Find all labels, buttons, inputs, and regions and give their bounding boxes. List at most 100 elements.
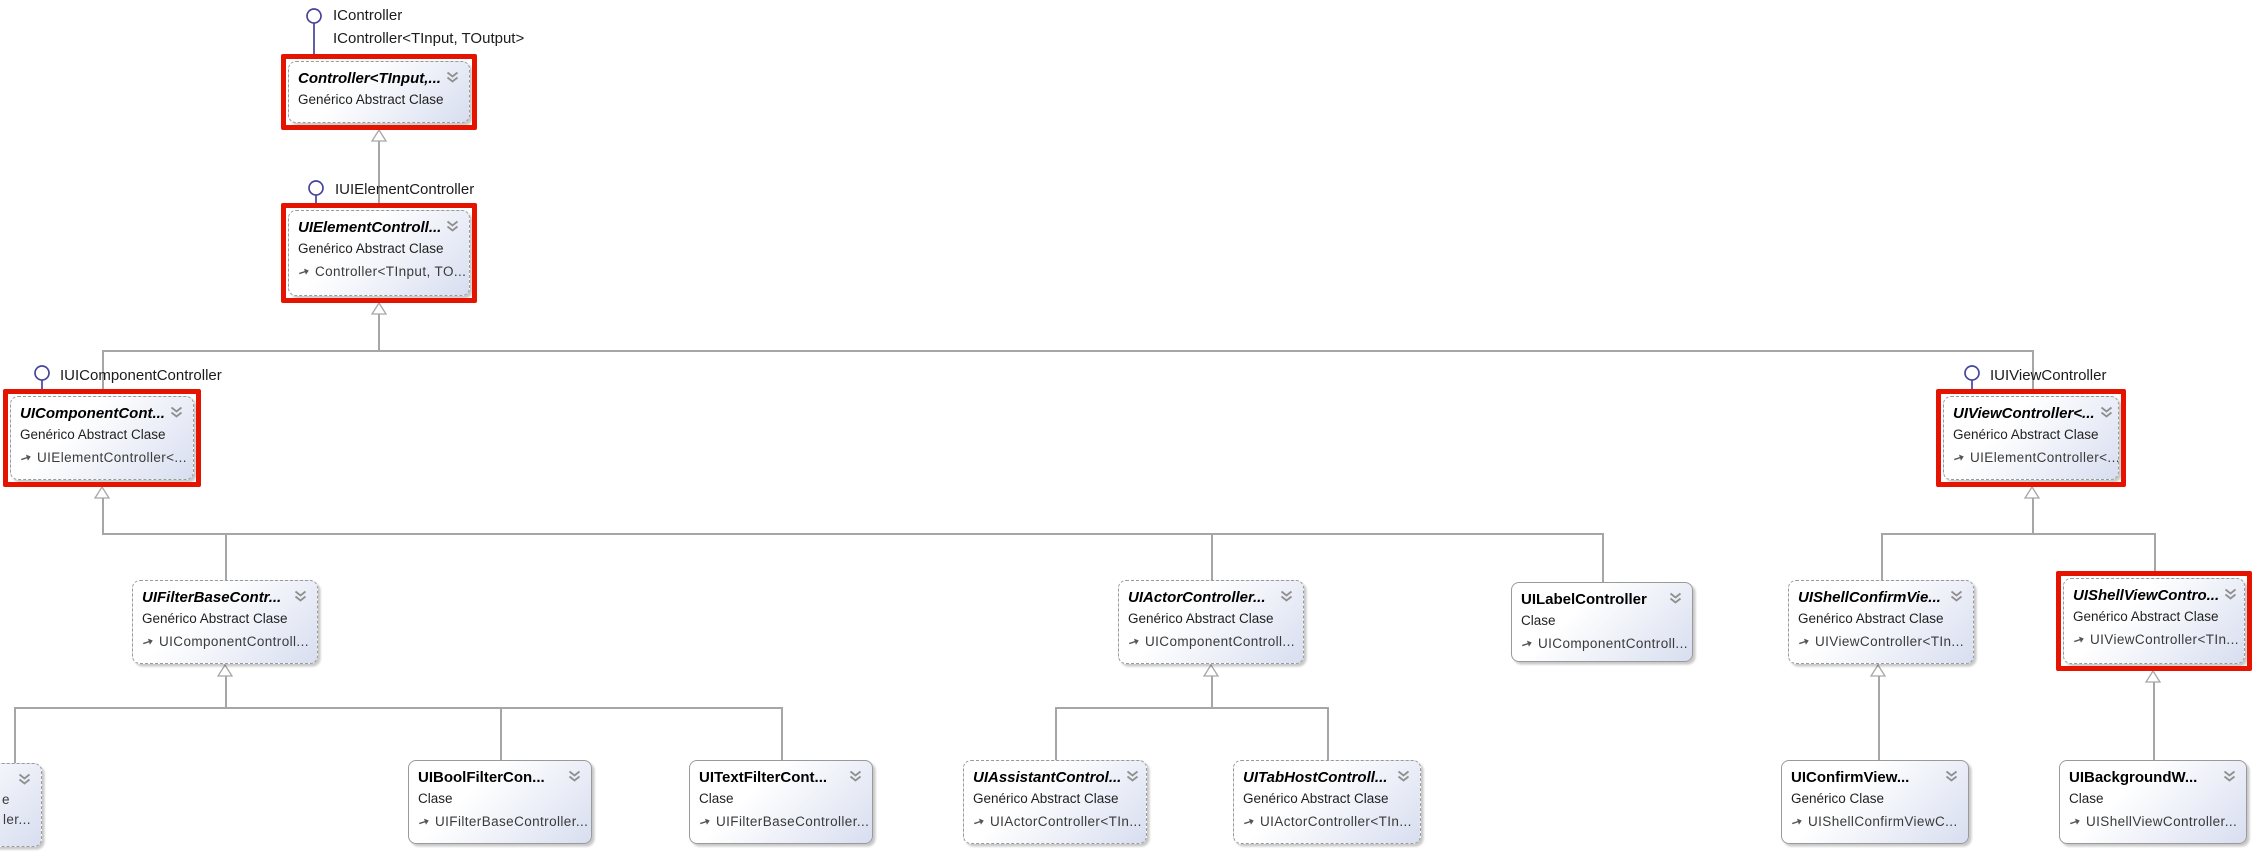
class-title: UITextFilterCont... — [699, 769, 828, 786]
collapse-chevron-icon[interactable] — [293, 590, 308, 603]
class-box-uiboolfiltercontroller[interactable]: UIBoolFilterCon... Clase UIFilterBaseCon… — [408, 760, 592, 844]
inheritance-triangle-icon — [1870, 664, 1886, 677]
base-type-arrow-icon — [1799, 638, 1809, 645]
class-title: UIShellConfirmVie... — [1798, 589, 1941, 606]
base-type-arrow-icon — [2074, 636, 2084, 643]
interface-generic-name: IController<TInput, TOutput> — [333, 30, 525, 47]
collapse-chevron-icon[interactable] — [169, 406, 184, 419]
class-title: UIElementControll... — [298, 219, 442, 236]
class-kind: Genérico Abstract Clase — [142, 611, 288, 626]
inheritance-line — [1878, 676, 1880, 760]
class-box-uibackgroundworkercontroller[interactable]: UIBackgroundW... Clase UIShellViewContro… — [2059, 760, 2247, 844]
class-kind: Clase — [2069, 791, 2104, 806]
interface-lollipop-iuielementcontroller[interactable] — [307, 179, 327, 207]
collapse-chevron-icon[interactable] — [1279, 590, 1294, 603]
base-type-arrow-icon — [21, 454, 31, 461]
collapse-chevron-icon[interactable] — [17, 773, 32, 786]
base-type-arrow-icon — [143, 638, 153, 645]
class-box-uitextfiltercontroller[interactable]: UITextFilterCont... Clase UIFilterBaseCo… — [689, 760, 873, 844]
collapse-chevron-icon[interactable] — [567, 770, 582, 783]
interface-lollipop-icontroller[interactable] — [305, 5, 325, 57]
collapse-chevron-icon[interactable] — [2222, 770, 2237, 783]
base-type-arrow-icon — [1522, 640, 1532, 647]
inheritance-triangle-icon — [217, 664, 233, 677]
inheritance-line — [500, 707, 502, 760]
inheritance-line — [1211, 533, 1213, 580]
interface-lollipop-iuicomponentcontroller[interactable] — [33, 364, 53, 394]
inheritance-line — [225, 533, 227, 580]
class-title: UIShellViewContro... — [2073, 587, 2220, 604]
class-box-uicomponentcontroller[interactable]: UIComponentCont... Genérico Abstract Cla… — [3, 389, 201, 487]
class-title: UIAssistantControl... — [973, 769, 1122, 786]
collapse-chevron-icon[interactable] — [2099, 406, 2114, 419]
collapse-chevron-icon[interactable] — [445, 220, 460, 233]
interface-label: IUIElementController — [335, 178, 474, 201]
class-kind: Genérico Clase — [1791, 791, 1885, 806]
class-box-uiassistantcontroller[interactable]: UIAssistantControl... Genérico Abstract … — [963, 760, 1147, 844]
class-kind: Genérico Abstract Clase — [1128, 611, 1274, 626]
base-type-arrow-icon — [419, 818, 429, 825]
inheritance-line — [1881, 533, 2154, 535]
interface-name: IUIElementController — [335, 181, 475, 198]
class-kind: Genérico Abstract Clase — [298, 92, 444, 107]
inheritance-line — [225, 676, 227, 707]
collapse-chevron-icon[interactable] — [2223, 588, 2238, 601]
class-box-uishellconfirmviewcontroller[interactable]: UIShellConfirmVie... Genérico Abstract C… — [1788, 580, 1974, 664]
collapse-chevron-icon[interactable] — [1125, 770, 1140, 783]
inheritance-line — [2153, 682, 2155, 760]
inheritance-line — [1055, 707, 1057, 760]
base-type-arrow-icon — [1954, 454, 1964, 461]
base-type-arrow-icon — [974, 818, 984, 825]
class-box-uielementcontroller[interactable]: UIElementControll... Genérico Abstract C… — [281, 203, 477, 303]
base-type-arrow-icon — [2070, 818, 2080, 825]
base-type: UIActorController<TIn... — [990, 814, 1142, 829]
collapse-chevron-icon[interactable] — [1396, 770, 1411, 783]
inheritance-line — [2032, 498, 2034, 533]
class-title: UIBoolFilterCon... — [418, 769, 545, 786]
base-type: Controller<TInput, TO... — [315, 264, 467, 279]
class-box-controller[interactable]: Controller<TInput,... Genérico Abstract … — [281, 54, 477, 130]
base-type-fragment: ler... — [3, 812, 31, 827]
inheritance-line — [102, 498, 104, 533]
class-kind: Genérico Abstract Clase — [298, 241, 444, 256]
inheritance-line — [2032, 350, 2034, 392]
base-type-arrow-icon — [1792, 818, 1802, 825]
class-box-uiconfirmviewcontroller[interactable]: UIConfirmView... Genérico Clase UIShellC… — [1781, 760, 1969, 844]
inheritance-line — [378, 141, 380, 204]
collapse-chevron-icon[interactable] — [1944, 770, 1959, 783]
class-box-partial-clipped[interactable]: e ler... — [0, 763, 42, 847]
base-type: UIShellConfirmViewC... — [1808, 814, 1958, 829]
base-type: UIComponentControll... — [159, 634, 309, 649]
collapse-chevron-icon[interactable] — [848, 770, 863, 783]
base-type: UIViewController<TIn... — [2090, 632, 2239, 647]
interface-label: IUIComponentController — [60, 364, 222, 387]
inheritance-line — [1211, 676, 1213, 707]
interface-name: IUIViewController — [1990, 367, 2107, 384]
base-type: UIActorController<TIn... — [1260, 814, 1412, 829]
interface-lollipop-iuiviewcontroller[interactable] — [1963, 364, 1983, 394]
collapse-chevron-icon[interactable] — [1668, 592, 1683, 605]
inheritance-triangle-icon — [371, 302, 387, 315]
class-title: Controller<TInput,... — [298, 70, 441, 87]
collapse-chevron-icon[interactable] — [1949, 590, 1964, 603]
class-box-uiactorcontroller[interactable]: UIActorController... Genérico Abstract C… — [1118, 580, 1304, 664]
inheritance-line — [14, 707, 16, 763]
class-kind: Genérico Abstract Clase — [2073, 609, 2219, 624]
base-type: UIElementController<... — [1970, 450, 2120, 465]
class-kind: Clase — [699, 791, 734, 806]
class-box-uishellviewcontroller[interactable]: UIShellViewContro... Genérico Abstract C… — [2056, 571, 2252, 671]
interface-label: IController IController<TInput, TOutput> — [333, 4, 524, 50]
class-box-uifilterbasecontroller[interactable]: UIFilterBaseContr... Genérico Abstract C… — [132, 580, 318, 664]
class-box-uilabelcontroller[interactable]: UILabelController Clase UIComponentContr… — [1511, 582, 1693, 662]
inheritance-line — [102, 533, 1603, 535]
base-type-arrow-icon — [1129, 638, 1139, 645]
class-kind: Genérico Abstract Clase — [1953, 427, 2099, 442]
inheritance-triangle-icon — [371, 129, 387, 142]
inheritance-triangle-icon — [2145, 670, 2161, 683]
interface-label: IUIViewController — [1990, 364, 2106, 387]
class-box-uiviewcontroller[interactable]: UIViewController<... Genérico Abstract C… — [1936, 389, 2126, 487]
class-box-uitabhostcontroller[interactable]: UITabHostControll... Genérico Abstract C… — [1233, 760, 1421, 844]
class-title: UITabHostControll... — [1243, 769, 1388, 786]
collapse-chevron-icon[interactable] — [445, 71, 460, 84]
class-kind: Genérico Abstract Clase — [973, 791, 1119, 806]
